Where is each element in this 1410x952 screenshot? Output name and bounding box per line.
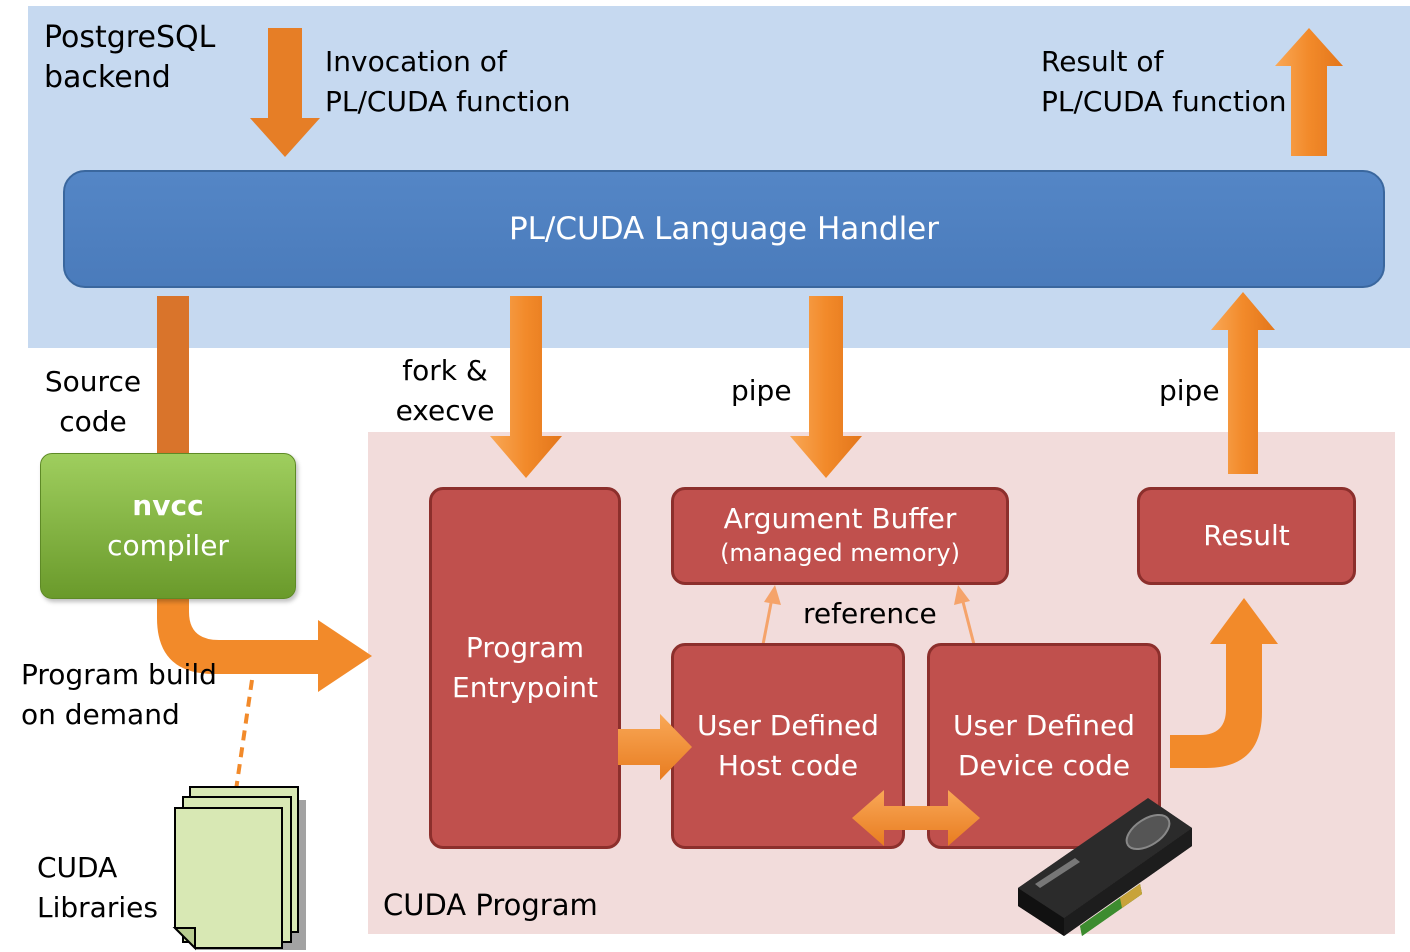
program-build-label-line2: on demand [21, 698, 180, 731]
backend-label-line2: backend [44, 60, 171, 95]
result-box-label: Result [1203, 519, 1290, 552]
program-entrypoint-line1: Program [465, 631, 585, 664]
argument-buffer-box: Argument Buffer (managed memory) [671, 487, 1009, 585]
argument-buffer-line1: Argument Buffer [723, 502, 957, 535]
pipe-out-arrow [1211, 292, 1275, 474]
nvcc-compiler-title: nvcc [132, 489, 204, 522]
source-code-label: Source code [40, 362, 146, 442]
invocation-label-line2: PL/CUDA function [325, 85, 571, 118]
document-stack-icon [172, 786, 306, 951]
pipe-in-arrow [790, 296, 862, 478]
result-box: Result [1137, 487, 1356, 585]
program-build-label-line1: Program build [21, 658, 217, 691]
language-handler-label: PL/CUDA Language Handler [508, 211, 940, 247]
language-handler-box: PL/CUDA Language Handler [63, 170, 1385, 288]
host-code-box: User Defined Host code [671, 643, 905, 849]
source-code-label-line2: code [59, 405, 127, 438]
backend-label: PostgreSQL backend [44, 18, 215, 98]
fork-execve-label: fork & execve [390, 351, 500, 431]
source-code-label-line1: Source [44, 365, 142, 398]
result-of-label-line1: Result of [1041, 45, 1164, 78]
library-link-line [234, 679, 254, 791]
backend-label-line1: PostgreSQL [44, 20, 216, 55]
nvcc-compiler-subtitle: compiler [107, 529, 229, 562]
host-code-line1: User Defined [697, 709, 879, 742]
device-code-line2: Device code [957, 749, 1131, 782]
program-build-label: Program build on demand [21, 655, 217, 735]
pipe-out-label: pipe [1159, 374, 1220, 407]
invocation-arrow [250, 28, 320, 157]
reference-arrow-device-head [954, 585, 970, 605]
source-code-arrow [157, 296, 189, 456]
invocation-label-line1: Invocation of [325, 45, 507, 78]
cuda-libraries-label-line2: Libraries [37, 891, 158, 924]
program-entrypoint-line2: Entrypoint [452, 671, 598, 704]
pipe-in-label: pipe [731, 374, 792, 407]
cuda-libraries-label-line1: CUDA [37, 851, 118, 884]
result-of-label-line2: PL/CUDA function [1041, 85, 1287, 118]
reference-arrow-host-head [764, 585, 781, 605]
reference-label: reference [803, 597, 937, 630]
cuda-libraries-label: CUDA Libraries [37, 848, 158, 928]
device-result-arrow [1170, 598, 1278, 768]
host-code-line2: Host code [717, 749, 859, 782]
fork-execve-label-line2: execve [395, 394, 495, 427]
cuda-program-label: CUDA Program [383, 888, 598, 922]
result-of-arrow [1275, 28, 1343, 156]
fork-execve-arrow [490, 296, 562, 478]
device-code-line1: User Defined [953, 709, 1135, 742]
fork-execve-label-line1: fork & [402, 354, 488, 387]
argument-buffer-line2: (managed memory) [720, 539, 960, 567]
invocation-label: Invocation of PL/CUDA function [325, 42, 570, 122]
program-entrypoint-box: Program Entrypoint [429, 487, 621, 849]
nvcc-compiler-box: nvcc compiler [40, 453, 296, 599]
device-code-box: User Defined Device code [927, 643, 1161, 849]
result-of-label: Result of PL/CUDA function [1041, 42, 1286, 122]
program-build-arrow [157, 598, 372, 692]
